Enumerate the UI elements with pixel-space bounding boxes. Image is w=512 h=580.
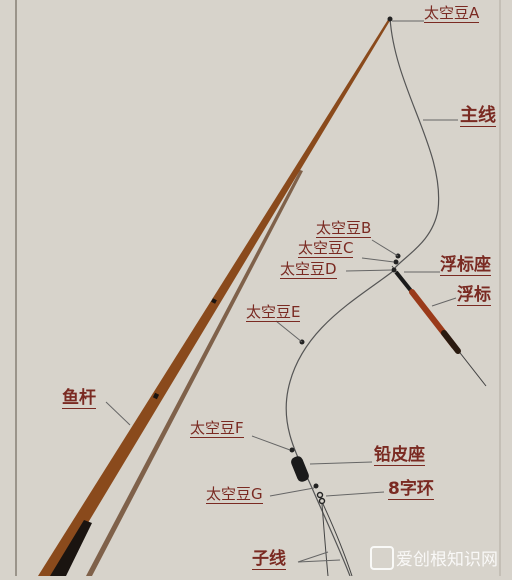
- leader-rod: [105, 401, 131, 426]
- leader-bean-c: [361, 257, 395, 263]
- label-rod: 鱼杆: [62, 388, 96, 409]
- label-bean-f: 太空豆F: [190, 419, 244, 438]
- label-bean-d: 太空豆D: [280, 260, 337, 279]
- label-bean-b: 太空豆B: [316, 219, 372, 238]
- bean-g-mark: [313, 483, 319, 489]
- bean-a-mark: [387, 16, 393, 22]
- leader-sub-line-1: [297, 551, 329, 563]
- sinker-seat-mark: [291, 456, 309, 482]
- leader-sinker-seat: [309, 461, 373, 465]
- bean-d-mark: [391, 267, 397, 273]
- leader-bean-g: [269, 487, 315, 497]
- sub-line-2: [322, 503, 353, 577]
- rod-shading: [86, 170, 303, 576]
- label-bean-c: 太空豆C: [298, 239, 354, 258]
- label-bean-a: 太空豆A: [424, 4, 480, 23]
- label-float: 浮标: [457, 285, 491, 306]
- rod-handle: [50, 520, 92, 576]
- label-sinker-seat: 铅皮座: [374, 445, 425, 466]
- rod-joint-1: [211, 298, 217, 304]
- label-bean-e: 太空豆E: [246, 303, 301, 322]
- label-main-line: 主线: [460, 105, 496, 127]
- fishing-rod: [38, 18, 391, 576]
- float-top: [394, 270, 414, 294]
- label-sub-line: 子线: [252, 549, 286, 570]
- leader-float: [431, 297, 457, 307]
- leader-bean-b: [371, 239, 399, 257]
- bean-c-mark: [393, 259, 399, 265]
- label-float-seat: 浮标座: [440, 255, 491, 276]
- swivel-mark-bottom: [318, 497, 326, 505]
- bean-f-mark: [289, 447, 295, 453]
- label-bean-g: 太空豆G: [206, 485, 263, 504]
- watermark-logo-icon: [370, 546, 394, 570]
- rod-joint-2: [152, 392, 160, 400]
- leader-sub-line-2: [297, 559, 341, 563]
- float-band: [441, 330, 461, 354]
- leader-bean-e: [275, 320, 303, 343]
- leader-swivel: [325, 491, 385, 497]
- leader-bean-d: [345, 269, 393, 272]
- leader-bean-f: [251, 435, 291, 451]
- sub-line-1: [321, 503, 329, 577]
- swivel-mark-top: [316, 491, 324, 499]
- label-swivel: 8字环: [388, 479, 434, 500]
- watermark-text: 爱创根知识网: [396, 550, 498, 570]
